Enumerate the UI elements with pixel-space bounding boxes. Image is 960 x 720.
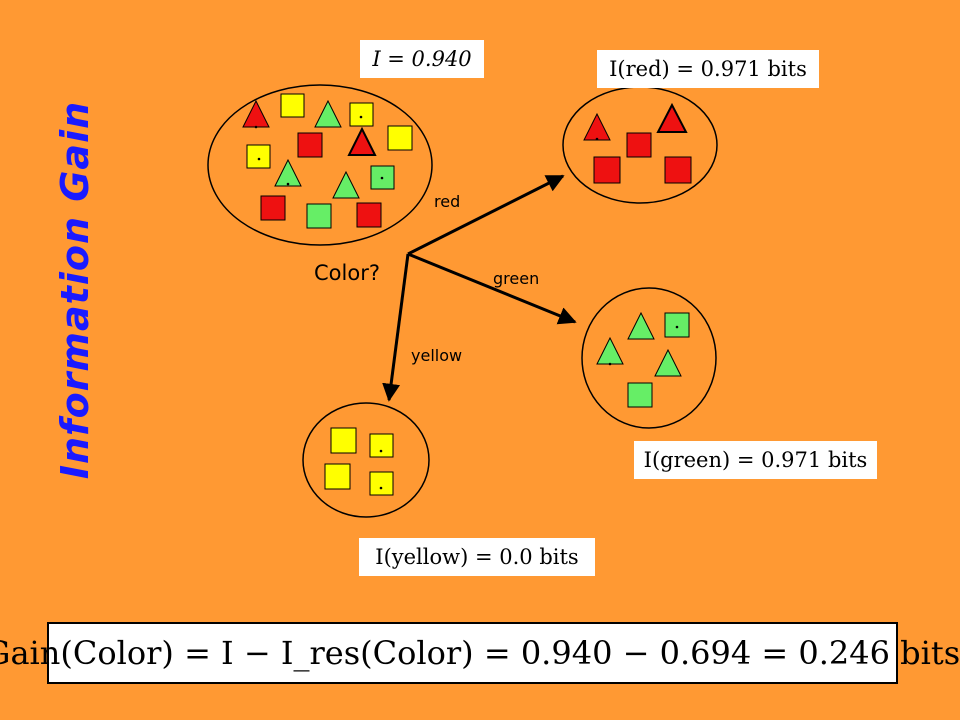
example-green-square bbox=[664, 312, 690, 338]
red-entropy-label: I(red) = 0.971 bits bbox=[597, 50, 819, 88]
example-red-square bbox=[356, 202, 382, 228]
example-yellow-square bbox=[324, 463, 351, 490]
example-green-square bbox=[627, 382, 653, 408]
example-green-triangle bbox=[332, 170, 360, 199]
red-branch-arrow bbox=[407, 174, 565, 256]
yellow-branch-label: yellow bbox=[411, 346, 463, 365]
example-green-triangle bbox=[274, 158, 302, 187]
gain-formula: Gain(Color) = I − I_res(Color) = 0.940 −… bbox=[0, 634, 960, 672]
yellow-subset-ellipse bbox=[302, 402, 430, 518]
root-examples bbox=[242, 93, 413, 229]
example-red-square bbox=[260, 195, 286, 221]
root-entropy-label: I = 0.940 bbox=[360, 40, 484, 78]
example-yellow-square bbox=[369, 471, 394, 496]
green-subset-examples bbox=[596, 311, 690, 408]
example-green-triangle bbox=[654, 348, 682, 377]
green-branch-arrow bbox=[407, 252, 577, 325]
example-green-triangle bbox=[627, 311, 655, 340]
example-green-square bbox=[306, 203, 332, 229]
example-yellow-square bbox=[349, 102, 374, 127]
yellow-branch-arrow bbox=[382, 253, 410, 402]
example-yellow-square bbox=[280, 93, 305, 118]
example-yellow-square bbox=[330, 427, 357, 454]
example-red-square bbox=[297, 132, 323, 158]
example-yellow-square bbox=[246, 144, 271, 169]
green-branch-label: green bbox=[493, 269, 540, 288]
red-subset-examples bbox=[583, 102, 692, 184]
example-yellow-square bbox=[387, 125, 413, 151]
example-green-triangle bbox=[596, 336, 624, 365]
example-green-triangle bbox=[314, 99, 342, 128]
red-branch-label: red bbox=[434, 192, 461, 211]
example-red-triangle bbox=[583, 112, 611, 141]
root-set-ellipse bbox=[207, 84, 433, 246]
green-entropy-label: I(green) = 0.971 bits bbox=[634, 441, 877, 479]
example-red-triangle bbox=[656, 102, 688, 133]
example-red-triangle bbox=[347, 126, 377, 156]
example-red-square bbox=[593, 156, 621, 184]
green-subset-ellipse bbox=[581, 287, 717, 429]
example-red-square bbox=[626, 132, 652, 158]
yellow-entropy-label: I(yellow) = 0.0 bits bbox=[359, 538, 595, 576]
example-red-square bbox=[664, 156, 692, 184]
yellow-subset-examples bbox=[324, 427, 394, 496]
split-question: Color? bbox=[314, 261, 380, 285]
gain-formula-box: Gain(Color) = I − I_res(Color) = 0.940 −… bbox=[0, 622, 960, 684]
example-yellow-square bbox=[369, 433, 394, 458]
